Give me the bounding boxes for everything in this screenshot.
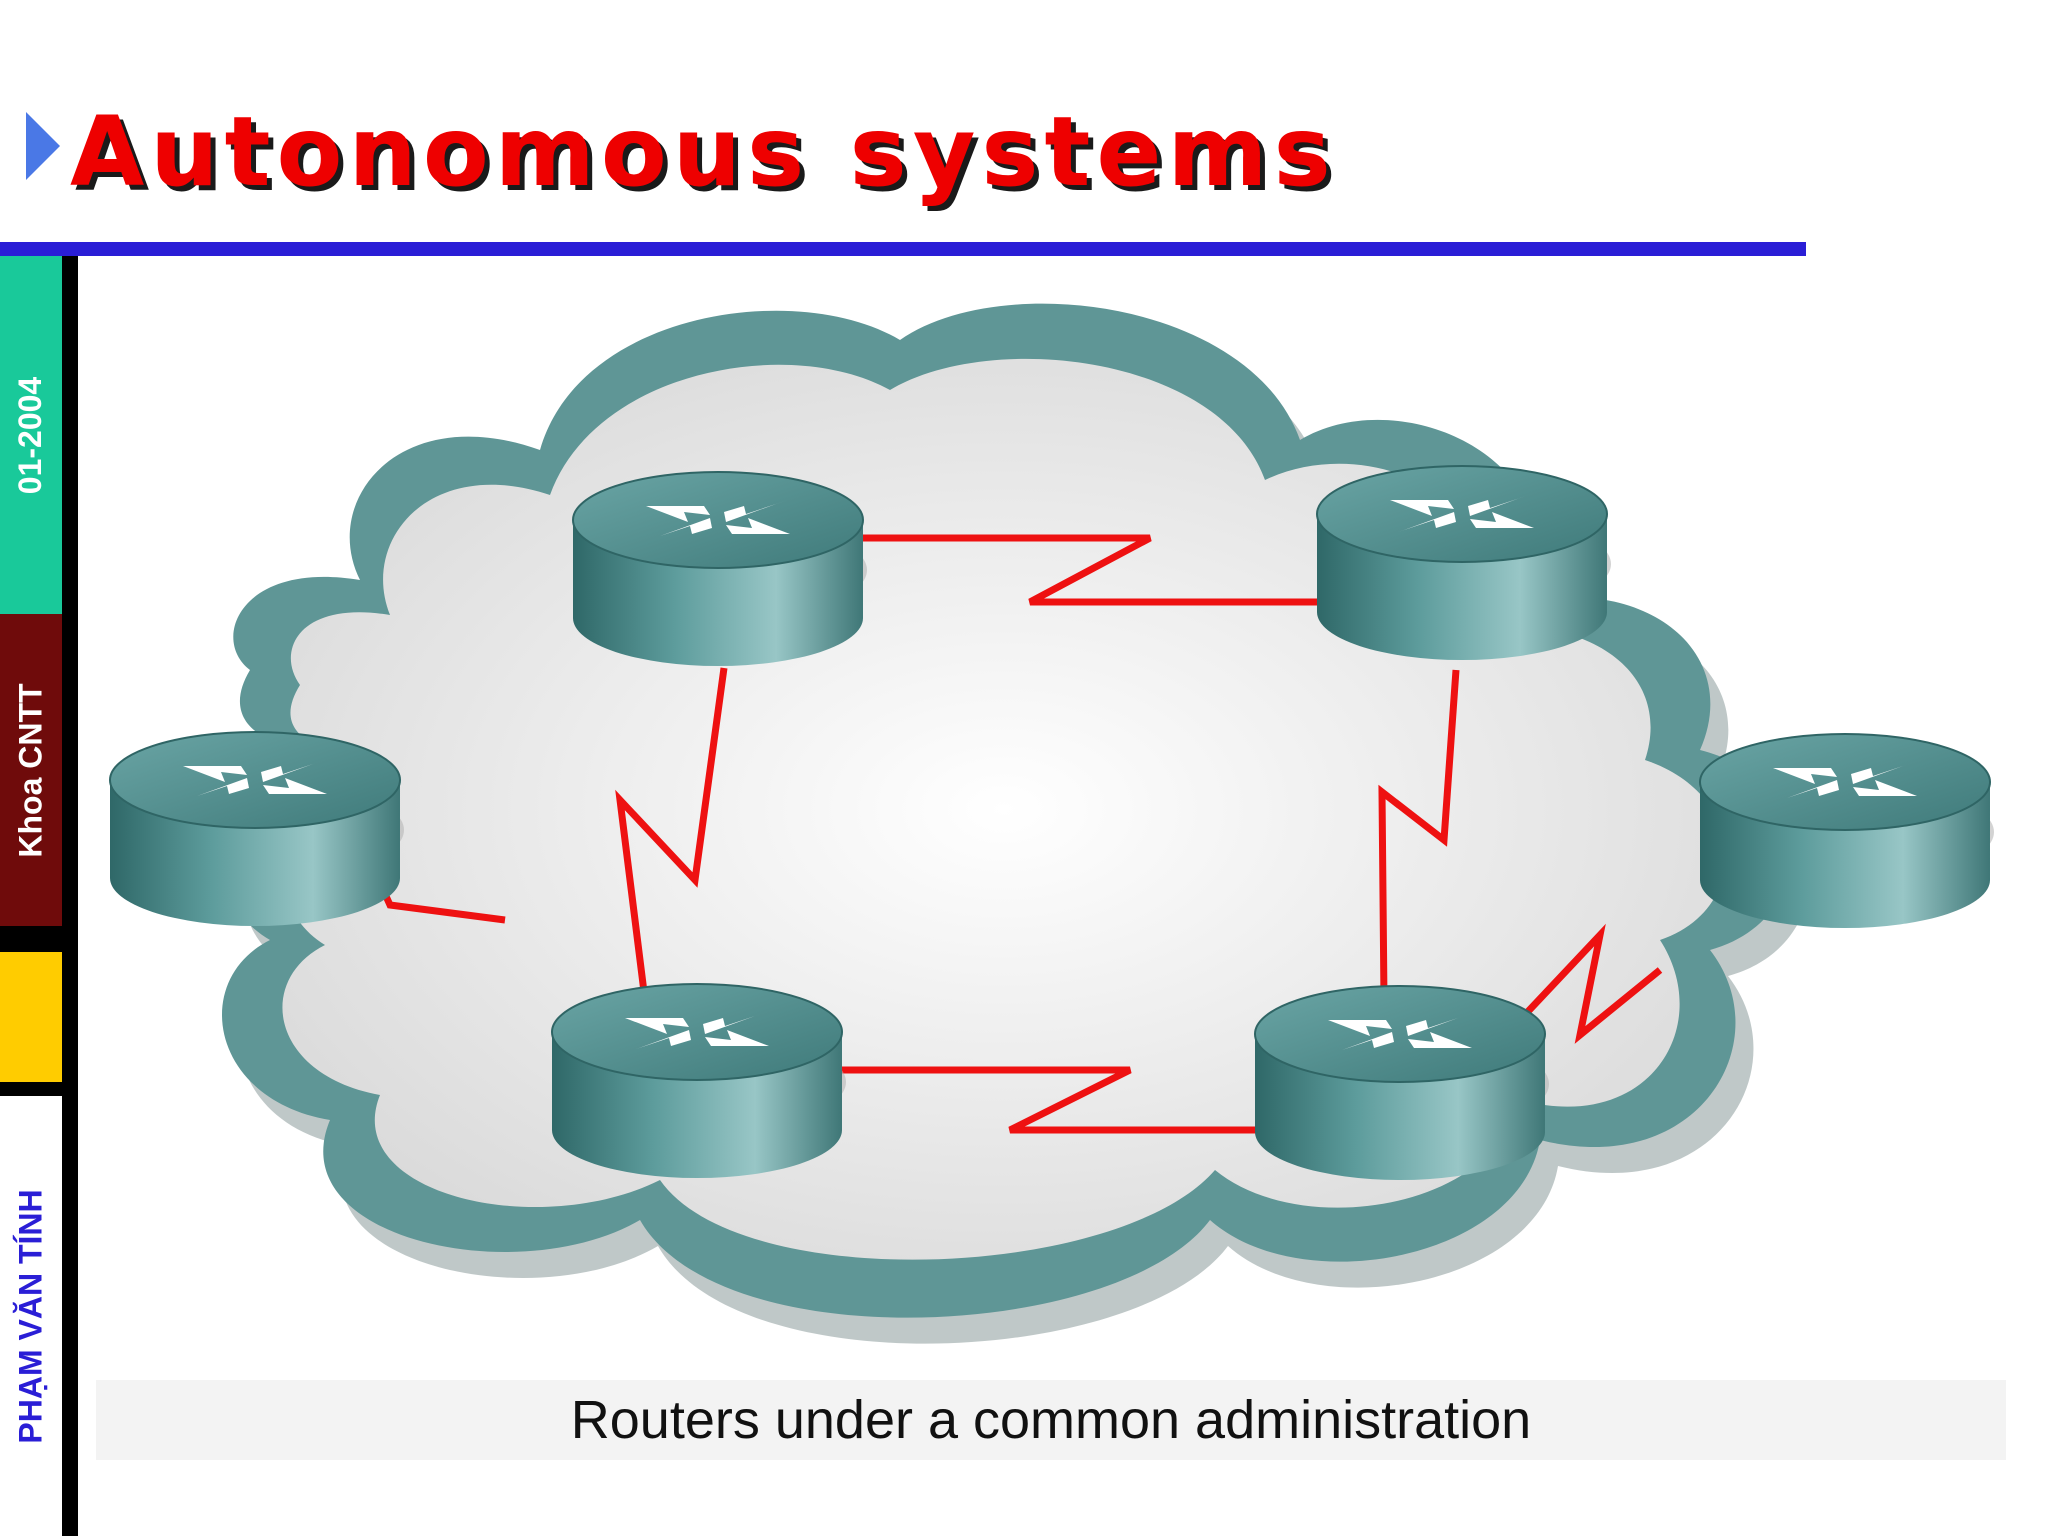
router-left — [109, 731, 405, 927]
title-underline — [0, 242, 1806, 256]
router-right — [1699, 733, 1995, 929]
router-top-right — [1316, 465, 1612, 661]
sidebar-author: PHẠM VĂN TÍNH — [12, 1188, 49, 1444]
sidebar: 01-2004 Khoa CNTT PHẠM VĂN TÍNH — [0, 256, 80, 1536]
sidebar-black-stripe — [62, 256, 78, 1536]
sidebar-divider — [0, 1082, 62, 1096]
sidebar-green-block — [0, 256, 62, 614]
page-title: Autonomous systems — [70, 96, 1337, 208]
router-top-left — [572, 471, 868, 667]
sidebar-yellow-block — [0, 952, 62, 1082]
title-bullet-icon — [26, 112, 60, 180]
diagram-caption: Routers under a common administration — [96, 1380, 2006, 1460]
sidebar-divider — [0, 926, 62, 952]
sidebar-date: 01-2004 — [12, 376, 49, 494]
router-bottom-left — [551, 983, 847, 1179]
sidebar-department: Khoa CNTT — [12, 682, 49, 858]
router-bottom-right — [1254, 985, 1550, 1181]
autonomous-system-diagram — [109, 303, 1995, 1344]
sidebar-red-block — [0, 614, 62, 926]
